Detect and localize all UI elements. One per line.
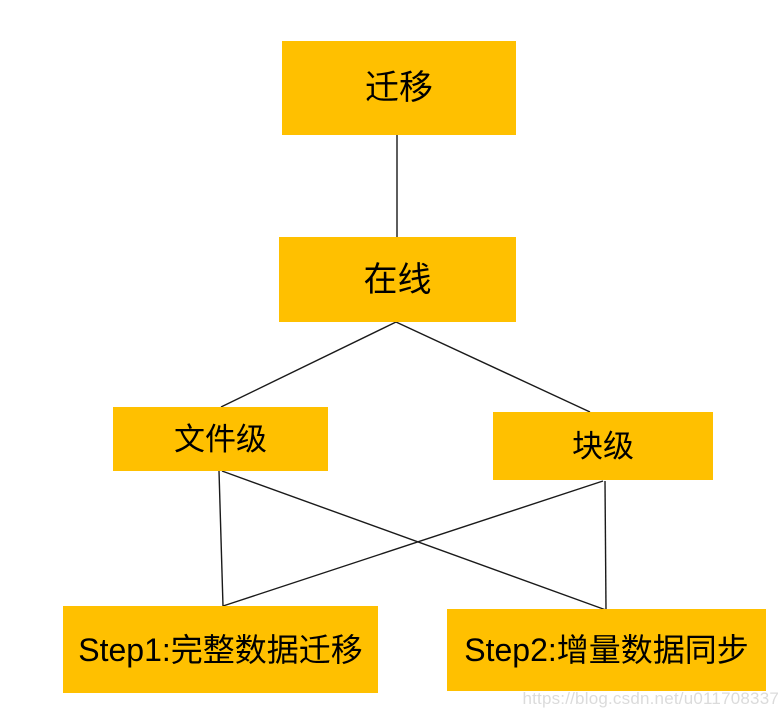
- node-file-level: 文件级: [113, 407, 328, 471]
- node-step1-full-data-migration: Step1:完整数据迁移: [63, 606, 378, 693]
- edge-block-level-step1: [222, 480, 604, 607]
- node-migration: 迁移: [282, 41, 516, 135]
- edge-file-level-step2: [221, 470, 607, 611]
- node-step2-incremental-data-sync: Step2:增量数据同步: [447, 609, 766, 691]
- csdn-watermark: https://blog.csdn.net/u011708337: [522, 689, 779, 708]
- edge-online-file-level: [220, 321, 397, 408]
- node-block-level: 块级: [493, 412, 713, 480]
- edge-online-block-level: [395, 321, 591, 413]
- node-online: 在线: [279, 237, 516, 322]
- edge-block-level-step2: [604, 480, 607, 611]
- edge-file-level-step1: [218, 470, 224, 607]
